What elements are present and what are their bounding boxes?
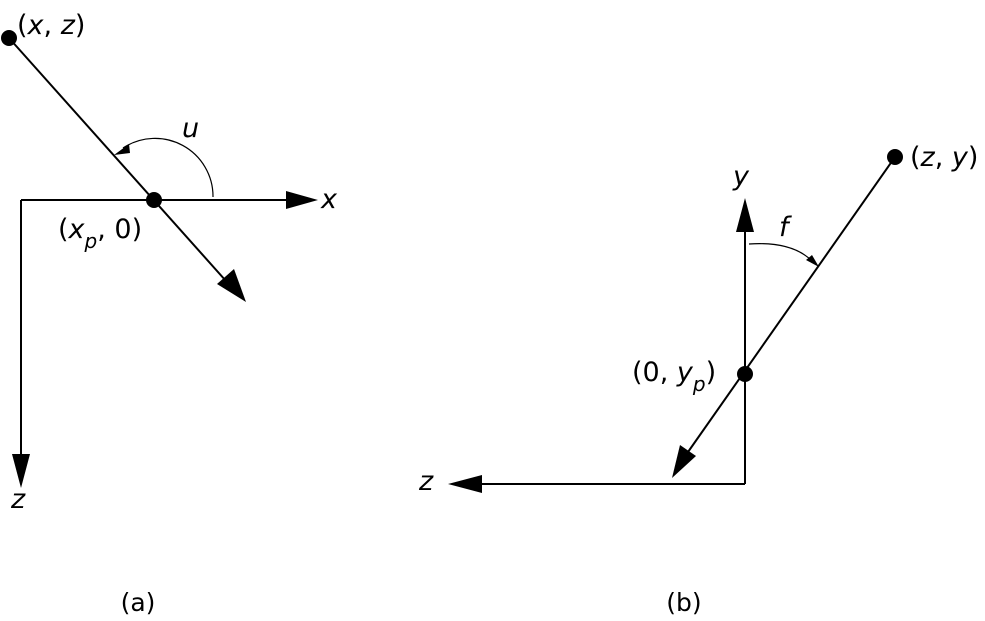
ray-line-b bbox=[687, 156, 896, 453]
point-xz-label: (x, z) bbox=[17, 10, 85, 41]
pivot-xp0-dot bbox=[146, 192, 162, 208]
panel-a: (x, z) (xp, 0) u x z (a) bbox=[1, 10, 338, 617]
angle-f-arc bbox=[748, 243, 814, 263]
y-axis-label-b: y bbox=[732, 161, 750, 192]
x-axis-arrowhead-a bbox=[286, 191, 318, 209]
point-zy-label: (z, y) bbox=[910, 142, 978, 173]
x-axis-label-a: x bbox=[320, 184, 338, 215]
pivot-xp0-label: (xp, 0) bbox=[58, 214, 142, 253]
panel-b: (z, y) (0, yp) f y z (b) bbox=[418, 142, 978, 617]
point-zy-dot bbox=[887, 149, 903, 165]
pivot-0yp-dot bbox=[737, 366, 753, 382]
point-xz-dot bbox=[1, 30, 17, 46]
angle-u-label: u bbox=[182, 113, 199, 144]
ray-line-a bbox=[8, 37, 227, 282]
ray-arrowhead-a bbox=[217, 269, 246, 302]
angle-f-label: f bbox=[779, 212, 792, 243]
z-axis-arrowhead-a bbox=[12, 454, 30, 488]
angle-u-arrowhead bbox=[114, 144, 130, 155]
angle-f-arrowhead bbox=[806, 255, 819, 267]
z-axis-label-a: z bbox=[10, 484, 26, 515]
y-axis-arrowhead-b bbox=[736, 198, 754, 232]
ray-arrowhead-b bbox=[672, 445, 696, 478]
z-axis-arrowhead-b bbox=[448, 475, 482, 493]
angle-u-arc bbox=[122, 137, 214, 198]
pivot-0yp-label: (0, yp) bbox=[632, 357, 716, 396]
z-axis-label-b: z bbox=[418, 466, 434, 497]
caption-b: (b) bbox=[666, 588, 701, 617]
caption-a: (a) bbox=[121, 588, 156, 617]
